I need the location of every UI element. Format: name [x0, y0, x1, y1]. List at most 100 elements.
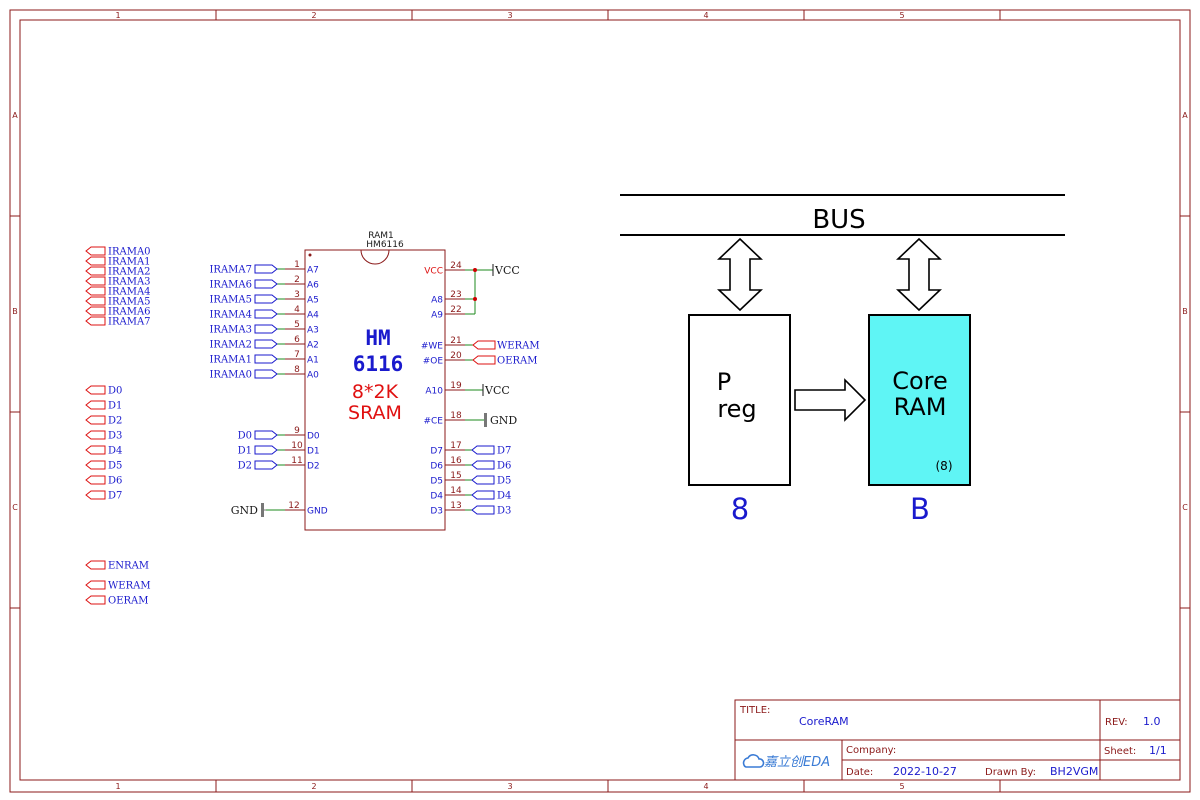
- coreram-value: B: [910, 492, 930, 526]
- left-port-d1[interactable]: [85, 400, 106, 410]
- sheet-label: Sheet:: [1104, 746, 1136, 757]
- net-port[interactable]: [254, 445, 278, 455]
- net-port-label: IRAMA6: [209, 280, 252, 291]
- net-port[interactable]: [254, 264, 278, 274]
- net-port[interactable]: [471, 490, 495, 500]
- left-port-labels: IRAMA0IRAMA1IRAMA2IRAMA3IRAMA4IRAMA5IRAM…: [85, 246, 151, 607]
- left-port-irama5[interactable]: [85, 296, 106, 306]
- pin-name: A7: [307, 266, 319, 276]
- preg-label-line1: P: [717, 368, 731, 396]
- pin-number: 9: [294, 426, 300, 436]
- left-port-label: IRAMA2: [108, 267, 151, 278]
- chip-title-line2: 6116: [353, 352, 404, 376]
- pin-number: 2: [294, 275, 300, 285]
- net-port[interactable]: [254, 294, 278, 304]
- pin-number: 3: [294, 290, 300, 300]
- net-port[interactable]: [254, 324, 278, 334]
- net-port[interactable]: [254, 339, 278, 349]
- pin-number: 1: [294, 260, 300, 270]
- left-port-d7[interactable]: [85, 490, 106, 500]
- net-port-label: D0: [238, 431, 252, 442]
- net-port[interactable]: [254, 279, 278, 289]
- pin-number: 8: [294, 365, 300, 375]
- pin-name: D4: [430, 492, 443, 502]
- net-port[interactable]: [472, 355, 496, 365]
- pin-name: A8: [431, 296, 443, 306]
- left-port-irama6[interactable]: [85, 306, 106, 316]
- left-port-d3[interactable]: [85, 430, 106, 440]
- net-port[interactable]: [472, 340, 496, 350]
- left-port-irama0[interactable]: [85, 246, 106, 256]
- net-port[interactable]: [471, 445, 495, 455]
- pin-name: D3: [430, 507, 443, 517]
- left-port-label: D1: [108, 401, 122, 412]
- title-block: TITLE: CoreRAM REV: 1.0 Company: Sheet: …: [734, 699, 1181, 781]
- left-port-label: D4: [108, 446, 122, 457]
- pin-number: 23: [450, 290, 461, 300]
- net-port-label: IRAMA1: [209, 355, 252, 366]
- col-label: 2: [311, 11, 316, 20]
- chip-title-line1: HM: [365, 326, 390, 350]
- drawn-by-label: Drawn By:: [985, 767, 1036, 778]
- left-port-d4[interactable]: [85, 445, 106, 455]
- pin-name: D1: [307, 447, 320, 457]
- net-port[interactable]: [254, 430, 278, 440]
- left-port-d6[interactable]: [85, 475, 106, 485]
- net-port-label: D2: [238, 461, 252, 472]
- pin-name: D2: [307, 462, 320, 472]
- pin-name: D6: [430, 462, 443, 472]
- coreram-bus-arrow-icon: [896, 237, 942, 312]
- row-label: C: [12, 503, 18, 512]
- left-port-irama1[interactable]: [85, 256, 106, 266]
- net-port[interactable]: [471, 460, 495, 470]
- net-port-label: D1: [238, 446, 252, 457]
- coreram-sub-label: (8): [936, 459, 953, 473]
- left-port-oeram[interactable]: [85, 595, 106, 605]
- net-port-label: IRAMA5: [209, 295, 252, 306]
- left-port-label: IRAMA7: [108, 317, 151, 328]
- preg-label-line2: reg: [717, 395, 756, 423]
- pin-number: 15: [450, 471, 461, 481]
- net-port[interactable]: [254, 354, 278, 364]
- left-port-label: D5: [108, 461, 122, 472]
- left-port-enram[interactable]: [85, 560, 106, 570]
- preg-block[interactable]: [688, 314, 791, 486]
- left-port-irama4[interactable]: [85, 286, 106, 296]
- coreram-label-line1: Core: [892, 367, 948, 395]
- net-port-label: D5: [497, 476, 511, 487]
- col-label: 5: [899, 11, 904, 20]
- left-port-d2[interactable]: [85, 415, 106, 425]
- pin-name: A9: [431, 311, 443, 321]
- left-port-d5[interactable]: [85, 460, 106, 470]
- gnd-label: GND: [231, 504, 258, 517]
- block-diagram: BUS P reg 8 Core RAM (8) B: [620, 194, 1065, 526]
- left-port-weram[interactable]: [85, 580, 106, 590]
- net-port[interactable]: [471, 505, 495, 515]
- hm6116-chip[interactable]: RAM1 HM6116 HM 6116 8*2K SRAM 1A7IRAMA72…: [209, 231, 540, 531]
- net-port[interactable]: [254, 460, 278, 470]
- left-port-irama7[interactable]: [85, 316, 106, 326]
- chip-desc-line2: SRAM: [348, 402, 402, 424]
- left-port-irama3[interactable]: [85, 276, 106, 286]
- pin-number: 5: [294, 320, 300, 330]
- pin-number: 22: [450, 305, 461, 315]
- left-port-label: IRAMA0: [108, 247, 151, 258]
- net-port[interactable]: [471, 475, 495, 485]
- col-label: 3: [507, 782, 512, 791]
- left-port-irama2[interactable]: [85, 266, 106, 276]
- rev-value: 1.0: [1143, 715, 1161, 728]
- pin-number: 11: [291, 456, 302, 466]
- pin-name: #OE: [423, 357, 444, 367]
- drawn-by-value: BH2VGM: [1050, 765, 1098, 778]
- pin-name: D5: [430, 477, 443, 487]
- net-port[interactable]: [254, 369, 278, 379]
- col-label: 1: [115, 782, 120, 791]
- left-port-d0[interactable]: [85, 385, 106, 395]
- pin-name: A5: [307, 296, 319, 306]
- left-port-label: D2: [108, 416, 122, 427]
- left-port-label: IRAMA1: [108, 257, 151, 268]
- pin-name: A3: [307, 326, 319, 336]
- net-port[interactable]: [254, 309, 278, 319]
- jlc-eda-logo: 嘉立创EDA: [742, 754, 830, 770]
- coreram-block[interactable]: [868, 314, 971, 486]
